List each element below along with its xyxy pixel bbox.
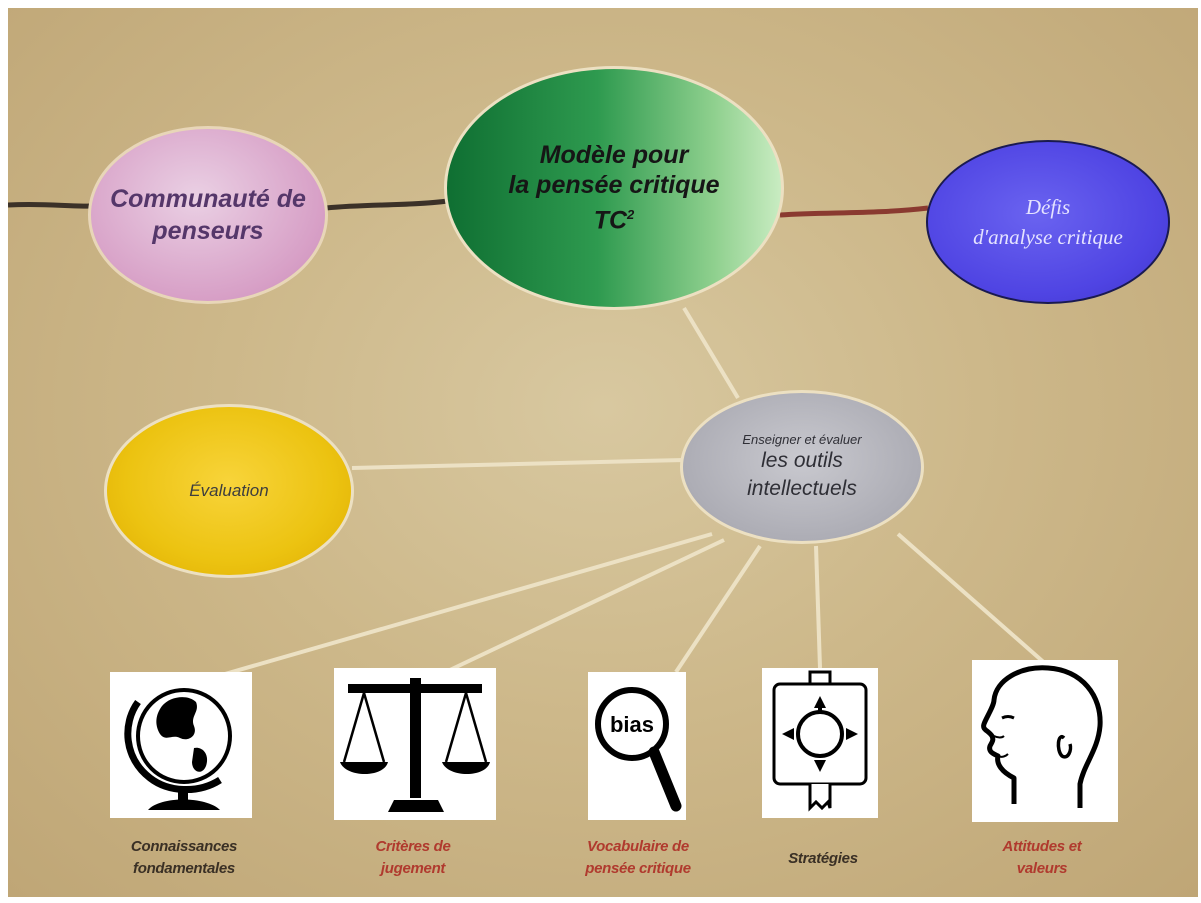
- node-tools-line1: Enseigner et évaluer: [742, 431, 862, 447]
- caption-criteria-line1: Critères de: [375, 838, 451, 855]
- tile-scale: [334, 668, 496, 820]
- node-evaluation: Évaluation: [104, 404, 354, 578]
- node-challenges-line1: Défis: [1025, 195, 1071, 219]
- bias-text: bias: [610, 712, 654, 737]
- caption-criteria-line2: jugement: [380, 860, 446, 877]
- connector-tools-strategy: [814, 545, 822, 669]
- connector-model-tools: [682, 306, 740, 400]
- node-model-line2: la pensée critique: [508, 171, 720, 200]
- caption-vocabulary-line2: pensée critique: [585, 860, 691, 877]
- node-model-line3: TC2: [594, 200, 635, 235]
- node-intellectual-tools: Enseigner et évaluer les outils intellec…: [680, 390, 924, 544]
- node-tools-line2: les outils: [761, 448, 843, 472]
- connector-model-challenges: [779, 205, 929, 218]
- caption-knowledge: Connaissances fondamentales: [74, 836, 294, 880]
- caption-attitudes-line2: valeurs: [1016, 860, 1068, 877]
- roundabout-sign-icon: [772, 670, 868, 812]
- node-community-line2: penseurs: [152, 217, 264, 245]
- node-community-of-thinkers: Communauté de penseurs: [88, 126, 328, 304]
- connector-tools-bias: [674, 544, 762, 674]
- caption-vocabulary-line1: Vocabulaire de: [587, 838, 689, 855]
- magnifier-bias-icon: bias: [595, 687, 682, 812]
- node-evaluation-label: Évaluation: [189, 481, 269, 500]
- caption-strategies: Stratégies: [748, 848, 898, 870]
- connector-lines: [8, 198, 1050, 680]
- balance-scale-icon: [340, 678, 490, 812]
- caption-strategies-line1: Stratégies: [788, 850, 858, 867]
- tile-globe: [110, 672, 252, 818]
- node-critical-thinking-model: Modèle pour la pensée critique TC2: [444, 66, 784, 310]
- head-profile-icon: [981, 665, 1103, 808]
- connector-left-rope: [8, 201, 91, 209]
- globe-icon: [124, 688, 232, 810]
- node-challenges-line2: d'analyse critique: [973, 225, 1123, 249]
- node-tools-line3: intellectuels: [747, 476, 857, 500]
- node-model-line1: Modèle pour: [539, 141, 689, 170]
- tile-bias: bias: [588, 672, 686, 820]
- connector-community-model: [325, 198, 449, 211]
- connector-tools-globe: [217, 532, 713, 678]
- tile-head: [972, 660, 1118, 822]
- node-community-line1: Communauté de: [110, 185, 306, 213]
- connector-evaluation-tools: [351, 458, 685, 470]
- caption-attitudes: Attitudes et valeurs: [942, 836, 1142, 880]
- node-model-tc: TC: [593, 206, 628, 235]
- caption-vocabulary: Vocabulaire de pensée critique: [538, 836, 738, 880]
- node-critical-analysis-challenges: Défis d'analyse critique: [926, 140, 1170, 304]
- diagram-slide: Communauté de penseurs Modèle pour la pe…: [8, 8, 1198, 897]
- connector-tools-head: [896, 532, 1050, 668]
- caption-attitudes-line1: Attitudes et: [1002, 838, 1082, 855]
- connector-tools-scale: [432, 538, 725, 680]
- caption-criteria: Critères de jugement: [308, 836, 518, 880]
- node-model-superscript: 2: [627, 207, 635, 223]
- caption-knowledge-line1: Connaissances: [130, 838, 238, 855]
- tile-strategy: [762, 668, 878, 818]
- caption-knowledge-line2: fondamentales: [133, 860, 235, 877]
